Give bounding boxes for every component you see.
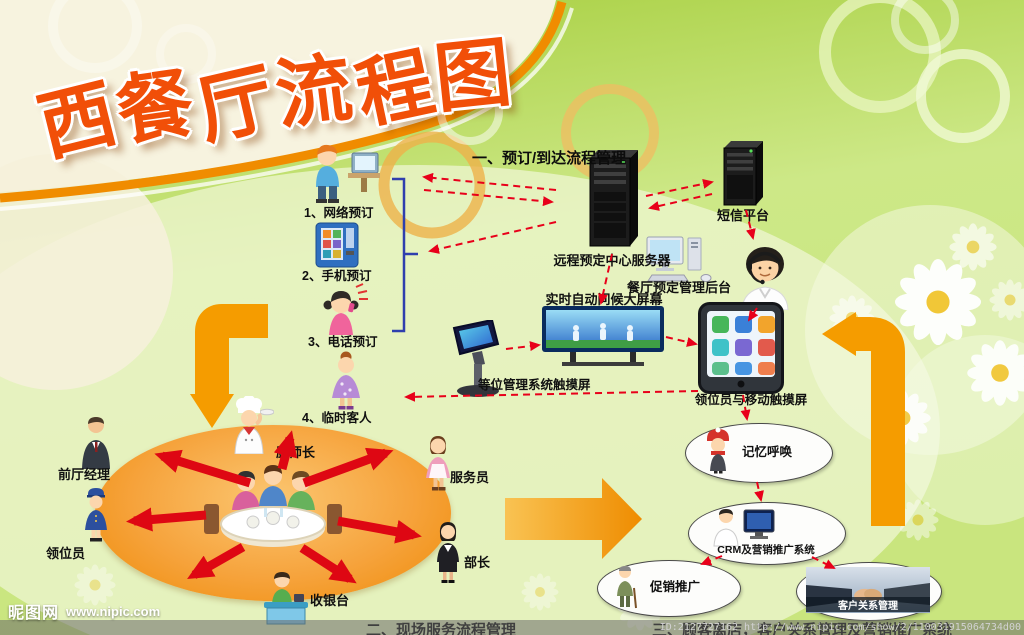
section-1-heading: 一、预订/到达流程管理 — [472, 150, 627, 167]
footer-bar — [0, 620, 1024, 635]
big-screen-icon — [542, 306, 664, 368]
booking-item-2-label: 2、手机预订 — [302, 269, 372, 283]
customer-relation-strip: 客户关系管理 — [806, 597, 930, 612]
remote-server-icon — [580, 150, 644, 252]
role-head-chef-label: 厨师长 — [276, 445, 316, 460]
waitress-icon — [418, 432, 458, 492]
crm-system-label: CRM及营销推广系统 — [717, 544, 815, 556]
crm-memory-call-label: 记忆呼唤 — [742, 445, 793, 459]
booking-item-4-label: 4、临时客人 — [302, 411, 372, 425]
role-waitress-label: 服务员 — [450, 470, 490, 485]
tablet-touchscreen-icon — [698, 302, 784, 394]
sms-server-icon — [716, 141, 768, 207]
footer-source-url: http://www.nipic.com/show/2/110031915064… — [744, 622, 1021, 633]
promoter-icon — [612, 564, 638, 610]
nipic-site-url: www.nipic.com — [66, 603, 161, 619]
red-hat-girl-icon — [703, 427, 733, 475]
site-watermark: 昵图网 www.nipic.com — [8, 599, 160, 623]
greeting-screen-label: 实时自动问候大屏幕 — [545, 292, 663, 307]
footer-image-id: ID:2127727162 — [659, 622, 739, 633]
remote-server-label: 远程预定中心服务器 — [553, 253, 671, 268]
headset-agent-icon — [730, 240, 800, 310]
crm-agent-icon — [710, 506, 780, 548]
chef-icon — [222, 396, 274, 454]
booking-item-1-label: 1、网络预订 — [304, 206, 374, 220]
cashier-icon — [262, 570, 310, 626]
boy-computer-icon — [306, 141, 380, 203]
vending-terminal-icon — [312, 221, 362, 269]
nipic-logo: 昵图网 — [8, 605, 60, 622]
front-manager-icon — [78, 415, 114, 469]
usher-icon — [78, 486, 114, 542]
mobile-touchscreen-label: 领位员与移动触摸屏 — [694, 393, 808, 407]
sms-platform-label: 短信平台 — [716, 208, 769, 223]
crm-promotion-label: 促销推广 — [650, 580, 701, 594]
role-front-manager-label: 前厅经理 — [58, 467, 111, 482]
backend-label: 餐厅预定管理后台 — [626, 280, 731, 295]
dining-scene-icon — [198, 452, 348, 562]
role-cashier-label: 收银台 — [310, 593, 350, 608]
backend-computer-icon — [646, 236, 716, 282]
role-minister-label: 部长 — [464, 555, 491, 570]
role-usher-label: 领位员 — [46, 546, 86, 561]
phone-girl-icon — [316, 283, 374, 335]
minister-icon — [428, 518, 468, 584]
footer-id-url: ID:2127727162 http://www.nipic.com/show/… — [660, 622, 1021, 633]
walkin-guest-icon — [322, 350, 370, 410]
queue-kiosk-label: 等位管理系统触摸屏 — [478, 378, 591, 392]
booking-item-3-label: 3、电话预订 — [308, 335, 378, 349]
crm-customer-relation-label: 客户关系管理 — [838, 601, 898, 612]
